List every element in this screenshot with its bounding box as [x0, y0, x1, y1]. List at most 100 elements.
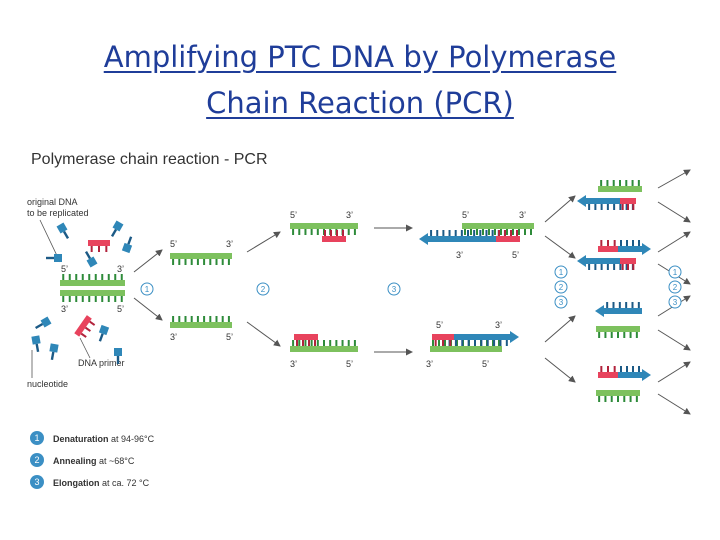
label-3p: 3’	[456, 250, 463, 260]
label-5p: 5’	[482, 359, 489, 369]
label-3p: 3’	[290, 359, 297, 369]
label-5p: 5’	[346, 359, 353, 369]
label-to-be-replicated: to be replicated	[27, 208, 89, 218]
denatured-strand-top	[170, 253, 232, 265]
product-strand	[596, 326, 640, 338]
step-number-badge: 1	[554, 265, 568, 279]
nucleotides	[31, 220, 133, 364]
svg-text:2: 2	[34, 455, 39, 465]
dna-primer	[496, 230, 520, 242]
label-3p: 3’	[61, 304, 68, 314]
label-5p: 5’	[462, 210, 469, 220]
svg-text:2: 2	[261, 285, 266, 294]
step-number-badge: 3	[30, 475, 44, 489]
svg-text:3: 3	[34, 477, 39, 487]
label-5p: 5’	[226, 332, 233, 342]
flow-step-circles: 1 2 3 1 1 2 2 3 3	[140, 265, 682, 309]
new-strand	[618, 240, 651, 255]
figure-heading: Polymerase chain reaction - PCR	[31, 151, 268, 168]
new-strand	[618, 366, 651, 381]
step-description: Annealing at ~68°C	[53, 456, 135, 466]
label-3p: 3’	[226, 239, 233, 249]
dna-primer	[294, 334, 318, 346]
step-number-badge: 2	[256, 282, 270, 296]
dna-primer	[322, 230, 346, 242]
nucleotide	[84, 251, 98, 268]
label-original-dna: original DNA	[27, 197, 78, 207]
pcr-product	[595, 302, 642, 338]
svg-text:1: 1	[673, 268, 678, 277]
label-3p: 3’	[519, 210, 526, 220]
arrow-right-1	[657, 169, 691, 189]
new-strand	[595, 302, 642, 317]
label-5p: 5’	[436, 320, 443, 330]
nucleotide	[35, 316, 52, 330]
label-5p: 5’	[290, 210, 297, 220]
product-strand	[598, 180, 642, 192]
arrow-denature-top	[133, 249, 163, 273]
pcr-product	[577, 240, 651, 270]
nucleotide	[49, 343, 59, 361]
label-5p: 5’	[61, 264, 68, 274]
slide-title: Amplifying PTC DNA by Polymerase Chain R…	[0, 34, 720, 126]
label-5p: 5’	[170, 239, 177, 249]
arrow-cycle-3	[544, 315, 576, 343]
nucleotide	[98, 324, 110, 342]
step-number-badge: 1	[668, 265, 682, 279]
dna-primer	[88, 240, 110, 252]
label-3p: 3’	[495, 320, 502, 330]
product-strand	[596, 390, 640, 402]
dna-strands: 5’3’3’5’5’3’3’5’5’3’3’5’5’3’3’5’5’3’3’5’	[60, 180, 651, 402]
step-number-badge: 3	[387, 282, 401, 296]
label-3p: 3’	[117, 264, 124, 274]
arrow-right-6	[657, 329, 691, 351]
label-3p: 3’	[346, 210, 353, 220]
new-strand	[577, 195, 636, 210]
dna-primer	[620, 198, 636, 210]
arrow-anneal-top	[246, 231, 281, 253]
slide-title-line-2: Chain Reaction (PCR)	[206, 86, 514, 120]
step-number-badge: 2	[30, 453, 44, 467]
nucleotide	[56, 222, 70, 239]
label-dna-primer: DNA primer	[78, 358, 125, 368]
denatured-strand-bottom	[170, 316, 232, 328]
arrow-cycle-4	[544, 357, 576, 383]
step-number-badge: 1	[140, 282, 154, 296]
step-number-badge: 1	[30, 431, 44, 445]
label-5p: 5’	[512, 250, 519, 260]
dna-primer	[432, 334, 454, 346]
svg-text:1: 1	[559, 268, 564, 277]
arrow-right-8	[657, 393, 691, 415]
arrow-right-2	[657, 201, 691, 223]
original-strand-bottom	[60, 290, 125, 302]
arrow-right-3	[657, 231, 691, 253]
label-nucleotide: nucleotide	[27, 379, 68, 389]
dna-primer	[620, 258, 636, 270]
elongated-template-top	[462, 223, 534, 235]
svg-text:3: 3	[673, 298, 678, 307]
pcr-product	[596, 366, 651, 402]
label-3p: 3’	[170, 332, 177, 342]
arrow-anneal-bottom	[246, 321, 281, 347]
svg-text:2: 2	[559, 283, 564, 292]
step-description: Elongation at ca. 72 °C	[53, 478, 150, 488]
step-number-badge: 3	[554, 295, 568, 309]
nucleotide	[31, 335, 41, 353]
arrow-denature-bottom	[133, 297, 163, 321]
nucleotide	[46, 254, 62, 262]
slide-title-line-1: Amplifying PTC DNA by Polymerase	[103, 40, 617, 74]
arrow-right-7	[657, 361, 691, 383]
pcr-product	[577, 180, 642, 210]
arrow-cycle-1	[544, 195, 576, 223]
arrow-cycle-2	[544, 235, 576, 259]
dna-primer	[598, 240, 618, 252]
nucleotide	[121, 236, 133, 254]
svg-text:3: 3	[392, 285, 397, 294]
dna-primer	[598, 366, 618, 378]
step-number-badge: 2	[554, 280, 568, 294]
label-5p: 5’	[117, 304, 124, 314]
svg-text:2: 2	[673, 283, 678, 292]
svg-text:1: 1	[145, 285, 150, 294]
